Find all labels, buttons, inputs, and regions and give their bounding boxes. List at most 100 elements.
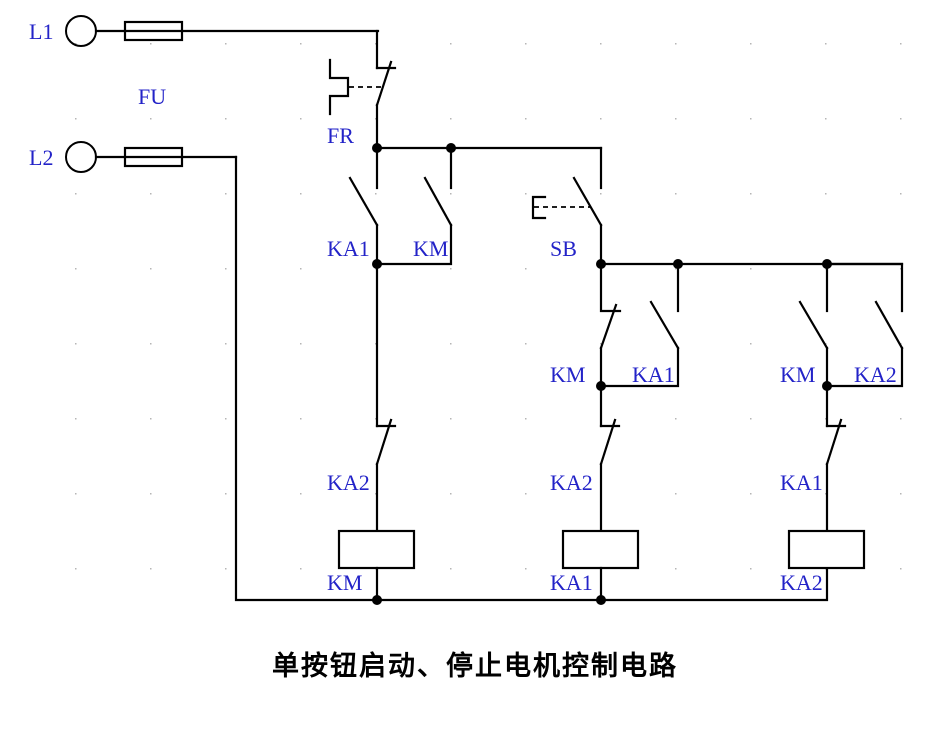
coil-km (337, 529, 416, 570)
grid-dot (750, 193, 752, 195)
grid-dot (675, 568, 677, 570)
grid-dot (225, 118, 227, 120)
label-l1: L1 (29, 19, 53, 44)
grid-dot (150, 43, 152, 45)
grid-dot (375, 193, 377, 195)
grid-dot (225, 568, 227, 570)
grid-dot (150, 418, 152, 420)
grid-dot (750, 118, 752, 120)
label-branch1-ka2: KA2 (327, 470, 370, 495)
grid-dot (375, 418, 377, 420)
grid-dot (300, 568, 302, 570)
coil-ka1 (561, 529, 640, 570)
grid-dot (150, 493, 152, 495)
grid-dot (675, 118, 677, 120)
grid-dot (900, 268, 902, 270)
node (596, 595, 606, 605)
grid-dot (75, 418, 77, 420)
grid-dot (300, 118, 302, 120)
grid-dot (600, 193, 602, 195)
branch2-ka1-contact (599, 262, 680, 388)
label-branch2-ka1: KA1 (632, 362, 675, 387)
grid-dot (225, 493, 227, 495)
grid-dot (150, 118, 152, 120)
grid-dot (900, 193, 902, 195)
grid-dot (600, 43, 602, 45)
grid-dot (525, 193, 527, 195)
terminal-l2 (65, 141, 97, 173)
grid-dot (150, 568, 152, 570)
grid-dot (225, 343, 227, 345)
label-coil-km: KM (327, 570, 362, 595)
grid-dot (825, 493, 827, 495)
grid-dot (600, 118, 602, 120)
branch3-km-contact (798, 262, 829, 388)
grid-dot (75, 343, 77, 345)
grid-dot (450, 343, 452, 345)
grid-dot (825, 43, 827, 45)
grid-dot (900, 118, 902, 120)
grid-dot (150, 343, 152, 345)
grid-dot (75, 43, 77, 45)
grid-dot (525, 493, 527, 495)
grid-dot (450, 493, 452, 495)
branch3-ka2-contact (825, 262, 904, 388)
grid-dot (225, 43, 227, 45)
grid-dot (450, 568, 452, 570)
grid-dot (300, 343, 302, 345)
grid-dot (300, 493, 302, 495)
diagram-title: 单按钮启动、停止电机控制电路 (272, 651, 678, 682)
grid-dot (450, 193, 452, 195)
fuse-l2 (94, 146, 238, 168)
label-branch3-ka1: KA1 (780, 470, 823, 495)
grid-dot (900, 43, 902, 45)
grid-dot (375, 43, 377, 45)
node (372, 595, 382, 605)
grid-dot (300, 418, 302, 420)
grid-dot (750, 568, 752, 570)
grid-dot (525, 568, 527, 570)
sb-pushbutton (531, 146, 603, 266)
grid-dot (675, 43, 677, 45)
label-branch2-ka2: KA2 (550, 470, 593, 495)
grid-dot (300, 193, 302, 195)
grid-dot (750, 418, 752, 420)
branch1-km-contact (375, 146, 453, 266)
grid-dot (450, 268, 452, 270)
grid-dot (825, 418, 827, 420)
grid-dot (150, 193, 152, 195)
grid-dot (300, 268, 302, 270)
grid-dot (525, 418, 527, 420)
grid-dot (750, 493, 752, 495)
label-coil-ka2: KA2 (780, 570, 823, 595)
label-branch2-km: KM (550, 362, 585, 387)
label-l2: L2 (29, 145, 53, 170)
grid-dot (450, 418, 452, 420)
terminal-l1 (65, 15, 97, 47)
fr-contact (328, 29, 397, 150)
label-coil-ka1: KA1 (550, 570, 593, 595)
grid-dot (750, 43, 752, 45)
fuse-l1 (94, 20, 380, 42)
label-branch1-km: KM (413, 236, 448, 261)
grid-dot (75, 268, 77, 270)
branch1-ka2-nc-contact (375, 262, 397, 533)
grid-dots (75, 43, 902, 570)
grid-dot (375, 343, 377, 345)
coil-ka2 (787, 529, 866, 570)
branch2-ka2-nc-contact (599, 384, 621, 533)
grid-dot (750, 343, 752, 345)
grid-dot (225, 268, 227, 270)
grid-dot (675, 418, 677, 420)
grid-dot (300, 43, 302, 45)
grid-dot (675, 493, 677, 495)
grid-dot (375, 493, 377, 495)
grid-dot (450, 43, 452, 45)
grid-dot (825, 118, 827, 120)
label-sb: SB (550, 236, 577, 261)
grid-dot (225, 418, 227, 420)
grid-dot (900, 568, 902, 570)
grid-dot (75, 493, 77, 495)
grid-dot (600, 343, 602, 345)
